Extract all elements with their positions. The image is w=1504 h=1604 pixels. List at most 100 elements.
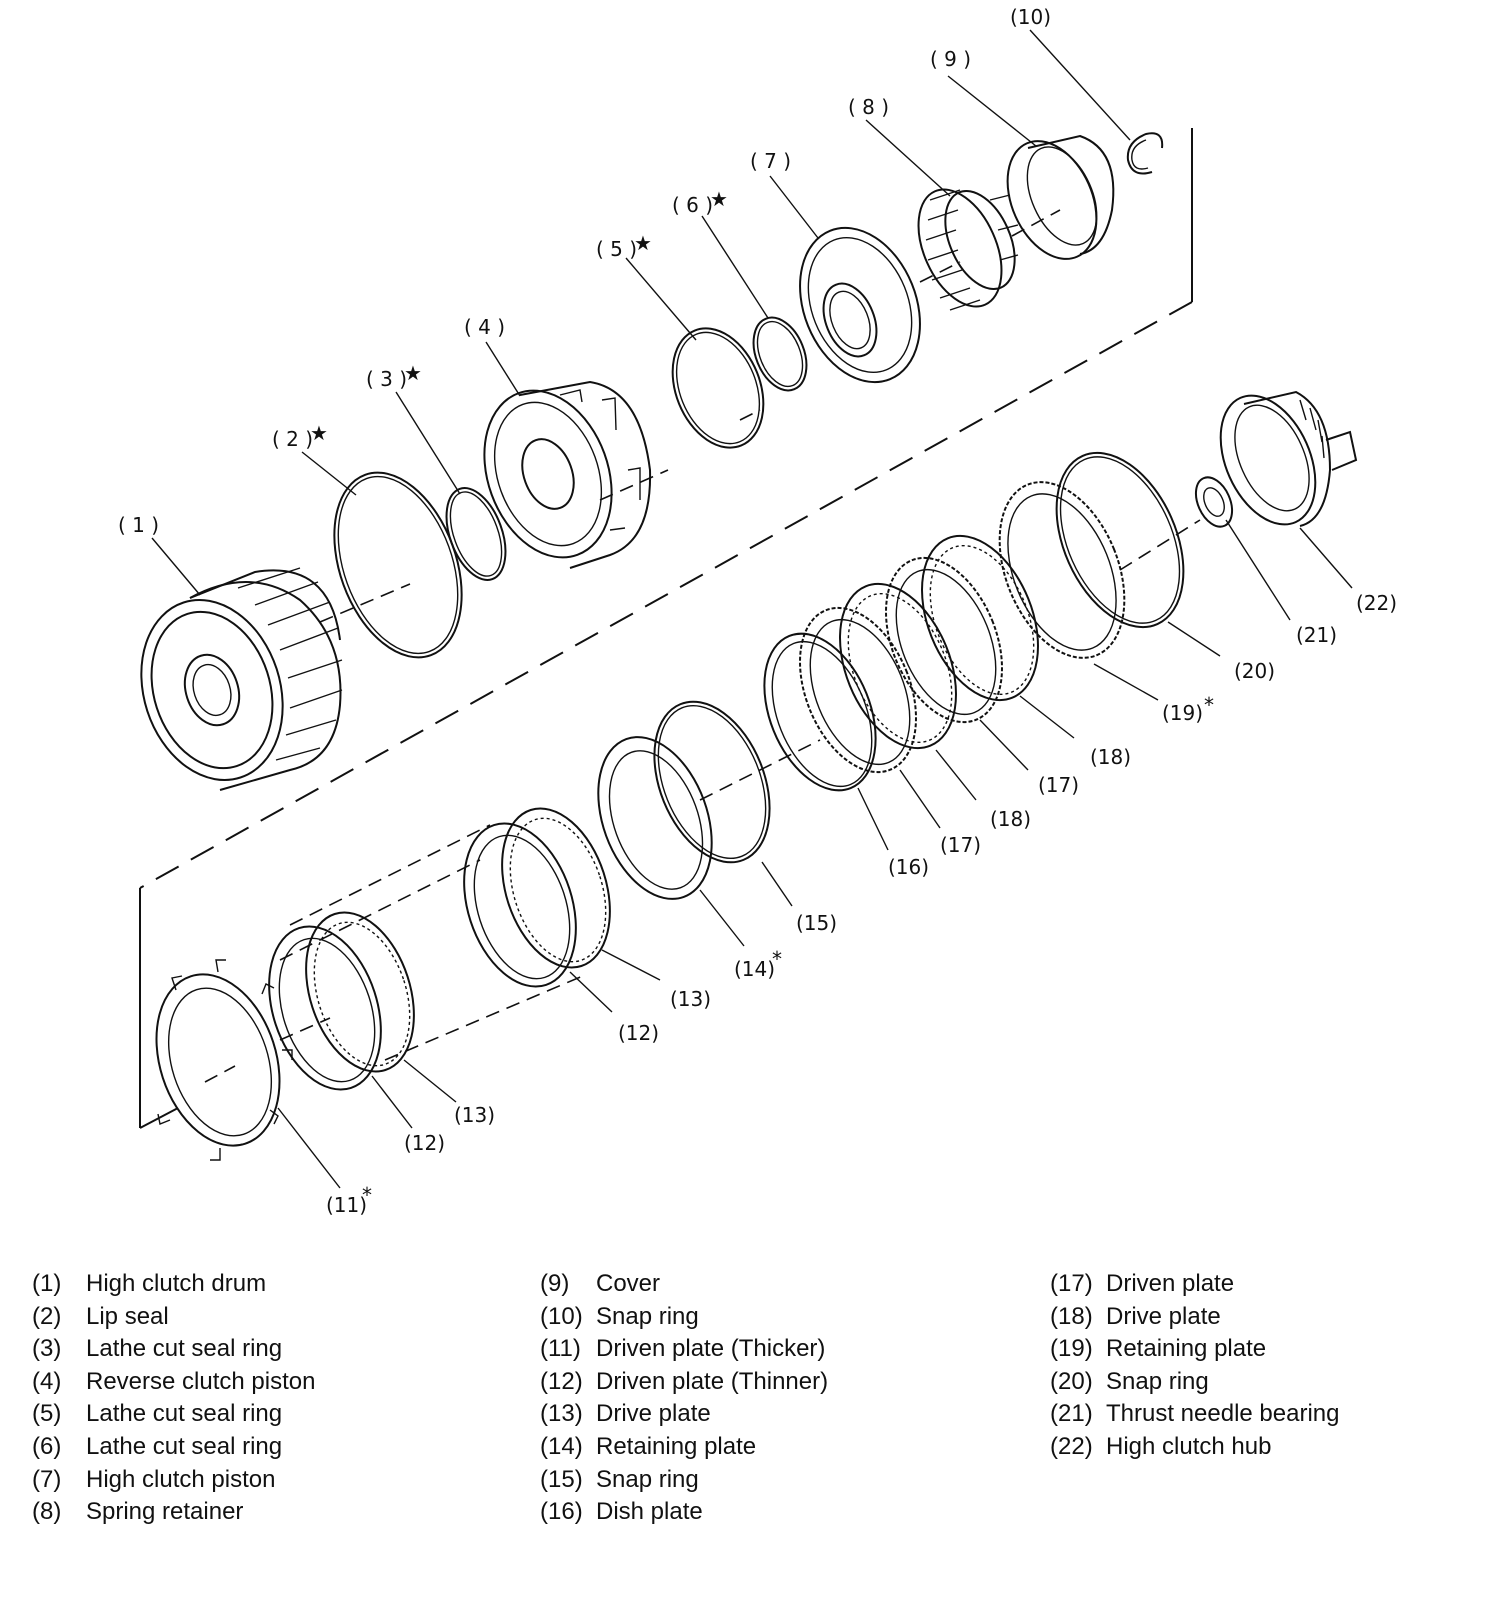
part-drive-plate-18b (921, 534, 1039, 702)
callout-7: ( 7 ) (750, 149, 791, 173)
legend-number: (11) (540, 1335, 581, 1363)
legend-part-name: Lathe cut seal ring (86, 1335, 283, 1363)
callout-3-mark: ★ (404, 361, 422, 385)
exploded-parts-diagram: ( 1 ) ( 2 ) ★ ( 3 ) ★ ( 4 ) ( 5 ) ★ ( 6 … (118, 5, 1397, 1217)
callout-18-upper: (18) (1090, 745, 1131, 769)
callout-19: (19) (1162, 701, 1203, 725)
legend-number: (19) (1050, 1335, 1093, 1363)
part-lathe-cut-seal-ring-3 (445, 487, 507, 581)
legend-number: (4) (32, 1367, 62, 1395)
legend-part-name: Thrust needle bearing (1106, 1400, 1340, 1428)
part-high-clutch-hub (1219, 390, 1358, 527)
callout-6: ( 6 ) (672, 193, 713, 217)
part-reverse-clutch-piston (483, 380, 652, 569)
part-snap-ring-10 (1126, 132, 1164, 175)
legend-part-name: High clutch hub (1106, 1432, 1272, 1460)
legend-number: (15) (540, 1465, 583, 1493)
center-axis-lower (204, 519, 1201, 1083)
legend-number: (21) (1050, 1400, 1093, 1428)
legend-part-name: Retaining plate (596, 1432, 757, 1460)
callout-17-lower: (17) (940, 833, 981, 857)
callout-13-lower: (13) (454, 1103, 495, 1127)
diagram-canvas: ( 1 ) ( 2 ) ★ ( 3 ) ★ ( 4 ) ( 5 ) ★ ( 6 … (118, 5, 1397, 1217)
legend-number: (20) (1050, 1367, 1093, 1395)
callout-17-upper: (17) (1038, 773, 1079, 797)
legend-number: (13) (540, 1400, 583, 1428)
legend-part-name: Dish plate (596, 1498, 703, 1526)
callout-2: ( 2 ) (272, 427, 313, 451)
part-driven-plate-thinner-lower (268, 925, 382, 1091)
callout-3: ( 3 ) (366, 367, 407, 391)
part-driven-plate-17a (799, 606, 917, 774)
part-driven-plate-17b (885, 556, 1003, 724)
part-high-clutch-piston (799, 226, 921, 384)
legend-number: (18) (1050, 1302, 1093, 1330)
legend-number: (7) (32, 1465, 62, 1493)
callout-13-upper: (13) (670, 987, 711, 1011)
legend-part-name: High clutch drum (86, 1270, 267, 1297)
legend-part-name: Reverse clutch piston (86, 1367, 316, 1395)
callout-5: ( 5 ) (596, 237, 637, 261)
callout-11: (11) (326, 1193, 367, 1217)
callout-9: ( 9 ) (930, 47, 971, 71)
callout-1: ( 1 ) (118, 513, 159, 537)
legend-part-name: Driven plate (Thicker) (596, 1335, 826, 1363)
legend-part-name: Drive plate (596, 1400, 711, 1428)
part-drive-plate-18a (839, 582, 957, 750)
callout-22: (22) (1356, 591, 1397, 615)
legend-part-name: Drive plate (1106, 1302, 1221, 1330)
legend-number: (16) (540, 1498, 583, 1526)
callout-6-mark: ★ (710, 187, 728, 211)
legend-part-name: Driven plate (1106, 1270, 1235, 1297)
legend-number: (5) (32, 1400, 62, 1428)
legend-number: (14) (540, 1432, 583, 1460)
callout-14: (14) (734, 957, 775, 981)
part-lathe-cut-seal-ring-6 (752, 316, 808, 392)
legend-number: (6) (32, 1432, 62, 1460)
part-drive-plate-lower (305, 911, 415, 1073)
callout-8: ( 8 ) (848, 95, 889, 119)
callout-12-lower: (12) (404, 1131, 445, 1155)
callout-12-upper: (12) (618, 1021, 659, 1045)
legend-part-name: Lathe cut seal ring (86, 1432, 283, 1460)
legend-number: (3) (32, 1335, 62, 1363)
callout-4: ( 4 ) (464, 315, 505, 339)
legend-number: (2) (32, 1302, 62, 1330)
legend-part-name: Retaining plate (1106, 1335, 1267, 1363)
part-retaining-plate-14 (597, 736, 713, 900)
callout-16: (16) (888, 855, 929, 879)
callout-5-mark: ★ (634, 231, 652, 255)
plate-pack-guides (279, 824, 586, 1061)
callout-labels: ( 1 ) ( 2 ) ★ ( 3 ) ★ ( 4 ) ( 5 ) ★ ( 6 … (118, 5, 1397, 1217)
legend-part-name: Lip seal (86, 1302, 169, 1330)
legend-part-name: Snap ring (1106, 1367, 1209, 1395)
legend-part-name: Snap ring (596, 1465, 699, 1493)
legend-part-name: Lathe cut seal ring (86, 1400, 283, 1428)
leader-lines (151, 29, 1353, 1189)
callout-15: (15) (796, 911, 837, 935)
legend-part-name: High clutch piston (86, 1465, 276, 1493)
part-spring-retainer (917, 188, 1019, 311)
part-high-clutch-drum (140, 567, 343, 791)
parts-legend: (1) High clutch drum (2) Lip seal (3) Lathe… (0, 1270, 1504, 1570)
part-thrust-needle-bearing (1194, 476, 1234, 528)
part-cover (1006, 134, 1115, 260)
assembly-frame (139, 128, 1193, 1129)
legend-number: (12) (540, 1367, 583, 1395)
legend-number: (22) (1050, 1432, 1093, 1460)
callout-10: (10) (1010, 5, 1051, 29)
legend-number: (1) (32, 1270, 62, 1297)
part-drive-plate-upper (501, 807, 611, 969)
legend-number: (17) (1050, 1270, 1093, 1297)
callout-19-mark: * (1204, 693, 1214, 717)
legend-part-name: Driven plate (Thinner) (596, 1367, 829, 1395)
part-snap-ring-20 (1055, 451, 1185, 629)
legend-number: (10) (540, 1302, 583, 1330)
legend-part-name: Cover (596, 1270, 661, 1297)
callout-21: (21) (1296, 623, 1337, 647)
legend-part-name: Snap ring (596, 1302, 699, 1330)
callout-2-mark: ★ (310, 421, 328, 445)
part-lip-seal (333, 471, 463, 659)
part-driven-plate-thinner-upper (463, 822, 577, 988)
part-snap-ring-15 (653, 700, 771, 864)
